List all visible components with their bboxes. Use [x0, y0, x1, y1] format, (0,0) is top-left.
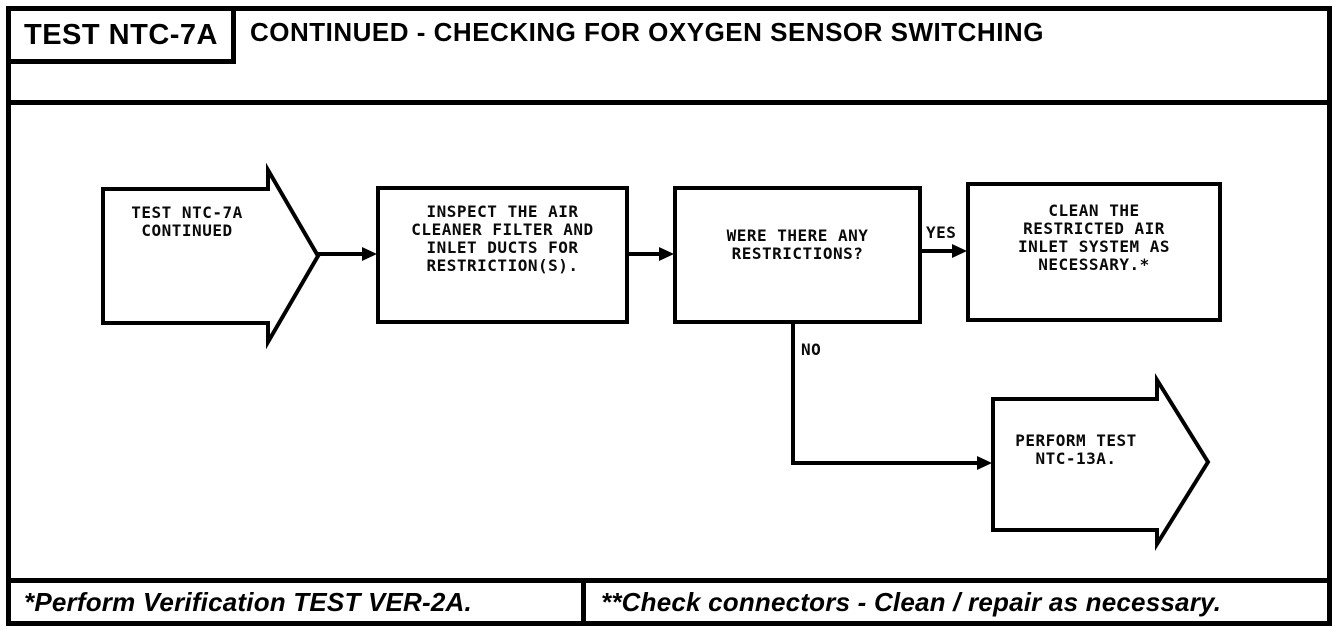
arrowhead-decision: [659, 247, 674, 261]
footnote-first: *Perform Verification TEST VER-2A.: [24, 587, 472, 617]
arrowhead-yes: [952, 244, 967, 258]
connector-no: [791, 324, 980, 465]
header-test-id: TEST NTC-7A: [24, 18, 218, 51]
entry-arrow-shape: [101, 162, 321, 350]
inspect-box-shape: [376, 186, 629, 324]
yes-edge-label: YES: [926, 223, 957, 242]
clean-box-shape: [966, 182, 1222, 322]
entry-arrow-label: TEST NTC-7A CONTINUED: [131, 203, 243, 240]
arrowhead-inspect: [362, 247, 377, 261]
header-test-id-box: TEST NTC-7A: [6, 6, 236, 64]
no-edge-label: NO: [801, 340, 822, 359]
exit-arrow-shape: [991, 372, 1211, 552]
footnote-cell-divider: [581, 578, 586, 626]
page-title: CONTINUED - CHECKING FOR OXYGEN SENSOR S…: [250, 17, 1044, 47]
clean-box-label: CLEAN THE RESTRICTED AIR INLET SYSTEM AS…: [1018, 201, 1170, 274]
decision-box-shape: [673, 186, 922, 324]
footer-divider: [6, 578, 1332, 583]
arrowhead-no: [977, 456, 992, 470]
exit-arrow-label: PERFORM TEST NTC-13A.: [1015, 431, 1137, 468]
header-divider: [6, 100, 1332, 105]
footnote-second: **Check connectors - Clean / repair as n…: [601, 587, 1222, 617]
inspect-box-label: INSPECT THE AIR CLEANER FILTER AND INLET…: [411, 202, 594, 275]
decision-box-label: WERE THERE ANY RESTRICTIONS?: [726, 226, 869, 263]
